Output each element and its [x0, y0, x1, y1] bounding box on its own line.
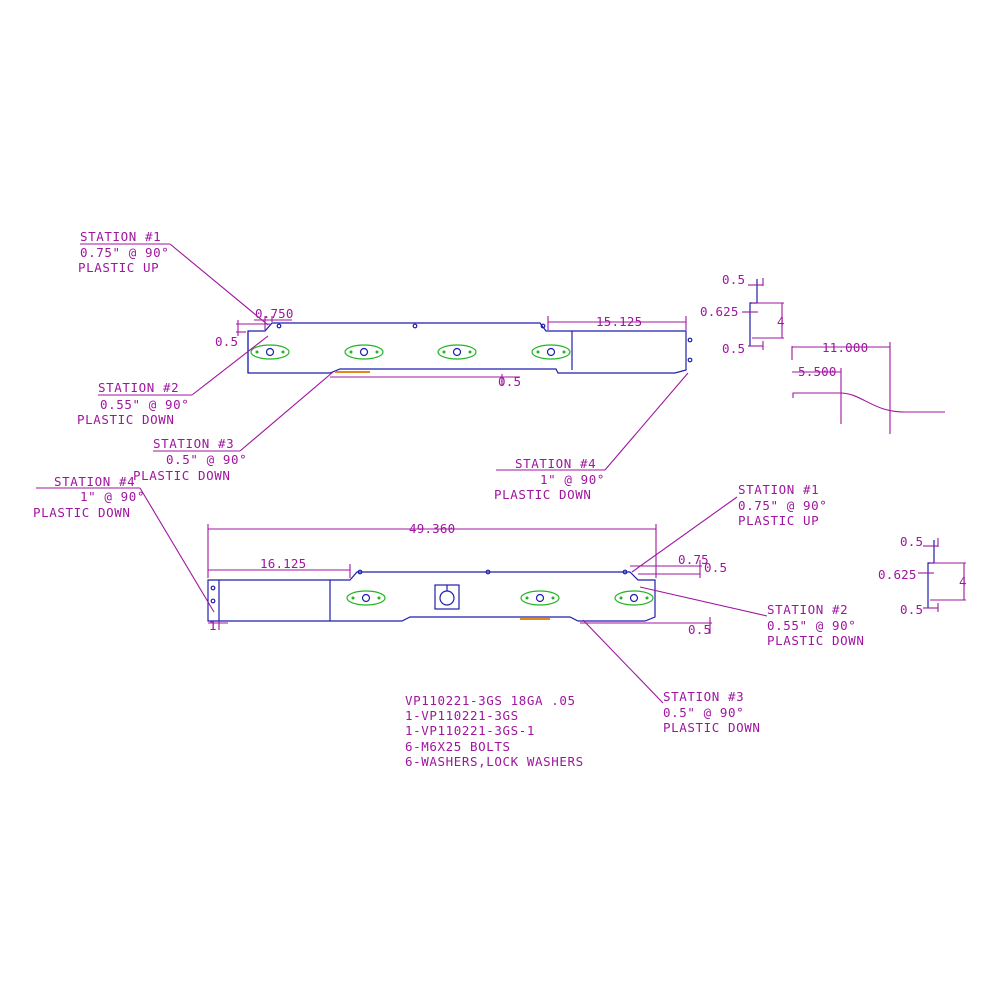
bottom-station-3-direction: PLASTIC DOWN [663, 720, 761, 735]
bom-line: 1-VP110221-3GS [405, 708, 519, 723]
bottom-part-drawing: 49.360 16.125 0.75 0.5 1 0.5 STATION #4 … [33, 474, 865, 735]
top-slot-1 [250, 344, 290, 360]
top-profile-dim-overall: 4 [777, 314, 785, 329]
top-station-3-direction: PLASTIC DOWN [133, 468, 231, 483]
bottom-station-4-direction: PLASTIC DOWN [33, 505, 131, 520]
bottom-station-4-title: STATION #4 [54, 474, 135, 489]
top-station-1-title: STATION #1 [80, 229, 161, 244]
top-dim-bottom-step: 0.5 [498, 374, 521, 389]
bottom-station-3-angle: 0.5" @ 90° [663, 705, 744, 720]
top-station-1-direction: PLASTIC UP [78, 260, 159, 275]
bom-line: 6-WASHERS,LOCK WASHERS [405, 754, 584, 769]
top-station-2-angle: 0.55" @ 90° [100, 397, 189, 412]
top-profile-dim-bottom: 0.5 [722, 341, 745, 356]
top-profile-detail: 0.5 0.625 4 0.5 [700, 272, 785, 356]
top-station-4-angle: 1" @ 90° [540, 472, 605, 487]
bottom-station-4-angle: 1" @ 90° [80, 489, 145, 504]
top-station-1-angle: 0.75" @ 90° [80, 245, 169, 260]
bom-line: 1-VP110221-3GS-1 [405, 723, 535, 738]
bottom-profile-dim-bottom: 0.5 [900, 602, 923, 617]
bottom-station-1-direction: PLASTIC UP [738, 513, 819, 528]
top-station-2-direction: PLASTIC DOWN [77, 412, 175, 427]
bottom-dim-notch-height: 0.5 [704, 560, 727, 575]
bottom-profile-dim-overall: 4 [959, 574, 967, 589]
top-profile-dim-middle: 0.625 [700, 304, 739, 319]
bom-line: VP110221-3GS 18GA .05 [405, 693, 576, 708]
bottom-slot-2 [520, 590, 560, 606]
top-slot-3 [437, 344, 477, 360]
bom-line: 6-M6X25 BOLTS [405, 739, 511, 754]
top-profile-dim-top: 0.5 [722, 272, 745, 287]
bottom-station-1-title: STATION #1 [738, 482, 819, 497]
bottom-profile-detail: 0.5 0.625 4 0.5 [878, 534, 967, 617]
top-dim-left-height: 0.5 [215, 334, 238, 349]
top-station-4-direction: PLASTIC DOWN [494, 487, 592, 502]
bottom-station-2-direction: PLASTIC DOWN [767, 633, 865, 648]
bottom-station-2-title: STATION #2 [767, 602, 848, 617]
bill-of-materials: VP110221-3GS 18GA .05 1-VP110221-3GS 1-V… [405, 693, 584, 769]
top-station-3-title: STATION #3 [153, 436, 234, 451]
bottom-dim-left-length: 16.125 [260, 556, 306, 571]
bottom-slot-3 [614, 590, 654, 606]
bottom-fixture [434, 584, 460, 610]
top-dim-right-length: 15.125 [596, 314, 642, 329]
top-station-2-title: STATION #2 [98, 380, 179, 395]
bottom-dim-overall-length: 49.360 [409, 521, 455, 536]
side-profile-detail: 11.000 5.500 [791, 340, 945, 434]
top-slot-2 [344, 344, 384, 360]
side-dim-short: 5.500 [798, 364, 837, 379]
bottom-dim-bottom-step: 0.5 [688, 622, 711, 637]
side-dim-long: 11.000 [822, 340, 868, 355]
bottom-station-3-title: STATION #3 [663, 689, 744, 704]
bottom-profile-dim-middle: 0.625 [878, 567, 917, 582]
bottom-slot-1 [346, 590, 386, 606]
top-part-drawing: 0.750 0.5 15.125 0.5 STATION #1 0.75" @ … [77, 229, 693, 502]
top-station-3-angle: 0.5" @ 90° [166, 452, 247, 467]
bottom-profile-dim-top: 0.5 [900, 534, 923, 549]
top-dim-notch-width: 0.750 [255, 306, 294, 321]
bottom-dim-notch-width: 0.75 [678, 552, 709, 567]
top-station-4-title: STATION #4 [515, 456, 596, 471]
top-slot-4 [531, 344, 571, 360]
bottom-station-1-angle: 0.75" @ 90° [738, 498, 827, 513]
bottom-station-2-angle: 0.55" @ 90° [767, 618, 856, 633]
bottom-dim-left-flange: 1 [209, 618, 217, 633]
